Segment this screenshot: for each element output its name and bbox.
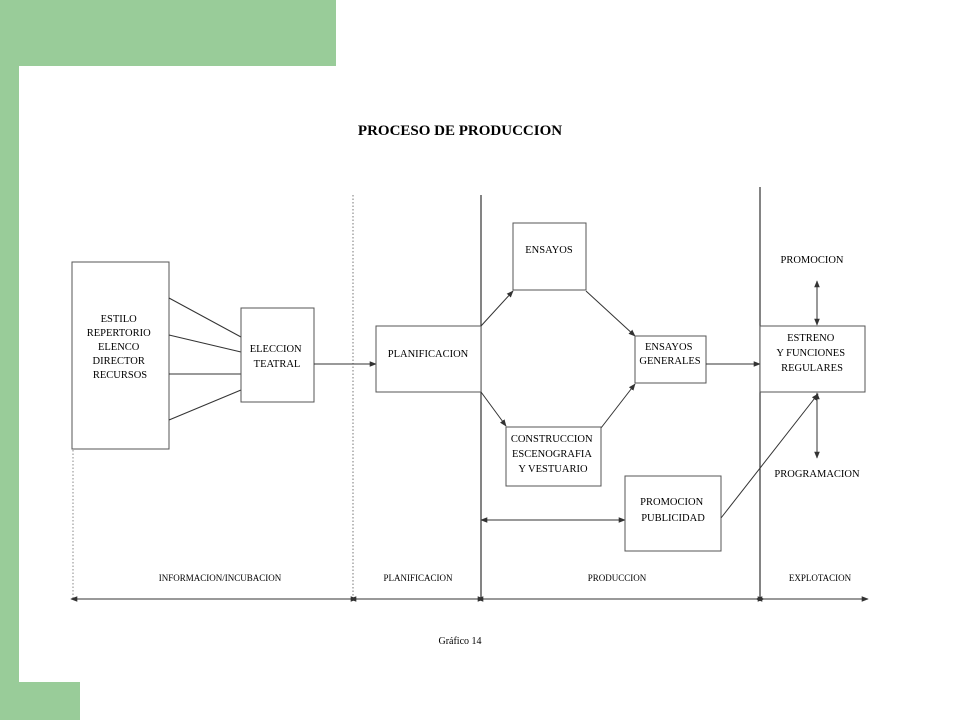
arrow-ensayos-to-generales [585, 290, 636, 337]
arrow-to-ensayos [480, 290, 514, 327]
ensayos-generales-label: ENSAYOS GENERALES [639, 342, 700, 367]
construccion-label: CONSTRUCCION ESCENOGRAFIA Y VESTUARIO [511, 434, 595, 475]
estreno-label: ESTRENO Y FUNCIONES REGULARES [776, 333, 847, 374]
connector-line [168, 389, 242, 421]
figure-caption: Gráfico 14 [438, 636, 481, 647]
ensayos-box [512, 222, 587, 291]
phase-label-incubacion: INFORMACION/INCUBACION [159, 573, 282, 583]
ensayos-generales-box [634, 335, 707, 384]
arrow-to-construccion [480, 391, 507, 427]
phase-label-produccion: PRODUCCION [588, 573, 647, 583]
promocion-label: PROMOCION [780, 255, 843, 266]
phase-label-planificacion: PLANIFICACION [383, 573, 453, 583]
phase-label-explotacion: EXPLOTACION [789, 573, 852, 583]
promocion-publicidad-box [624, 475, 722, 552]
connector-line [168, 297, 242, 338]
connector-line [168, 334, 242, 353]
ensayos-label: ENSAYOS [525, 245, 573, 256]
decorative-band-top [0, 0, 336, 66]
inputs-box [71, 261, 170, 450]
estreno-box [759, 325, 866, 393]
inputs-label: ESTILO REPERTORIO ELENCO DIRECTOR RECURS… [87, 314, 154, 381]
eleccion-teatral-box [240, 307, 315, 403]
eleccion-teatral-label: ELECCION TEATRAL [250, 344, 305, 370]
arrow-construccion-to-generales [600, 383, 636, 429]
planificacion-box [375, 325, 482, 393]
diagram-title: PROCESO DE PRODUCCION [358, 123, 562, 139]
programacion-label: PROGRAMACION [774, 469, 860, 480]
decorative-band-bottom [0, 682, 80, 720]
decorative-band-left [0, 0, 19, 720]
planificacion-label: PLANIFICACION [388, 349, 469, 360]
arrow-publicidad-to-estreno [720, 393, 819, 519]
promocion-publicidad-label: PROMOCION PUBLICIDAD [640, 497, 706, 524]
construccion-box [505, 426, 602, 487]
